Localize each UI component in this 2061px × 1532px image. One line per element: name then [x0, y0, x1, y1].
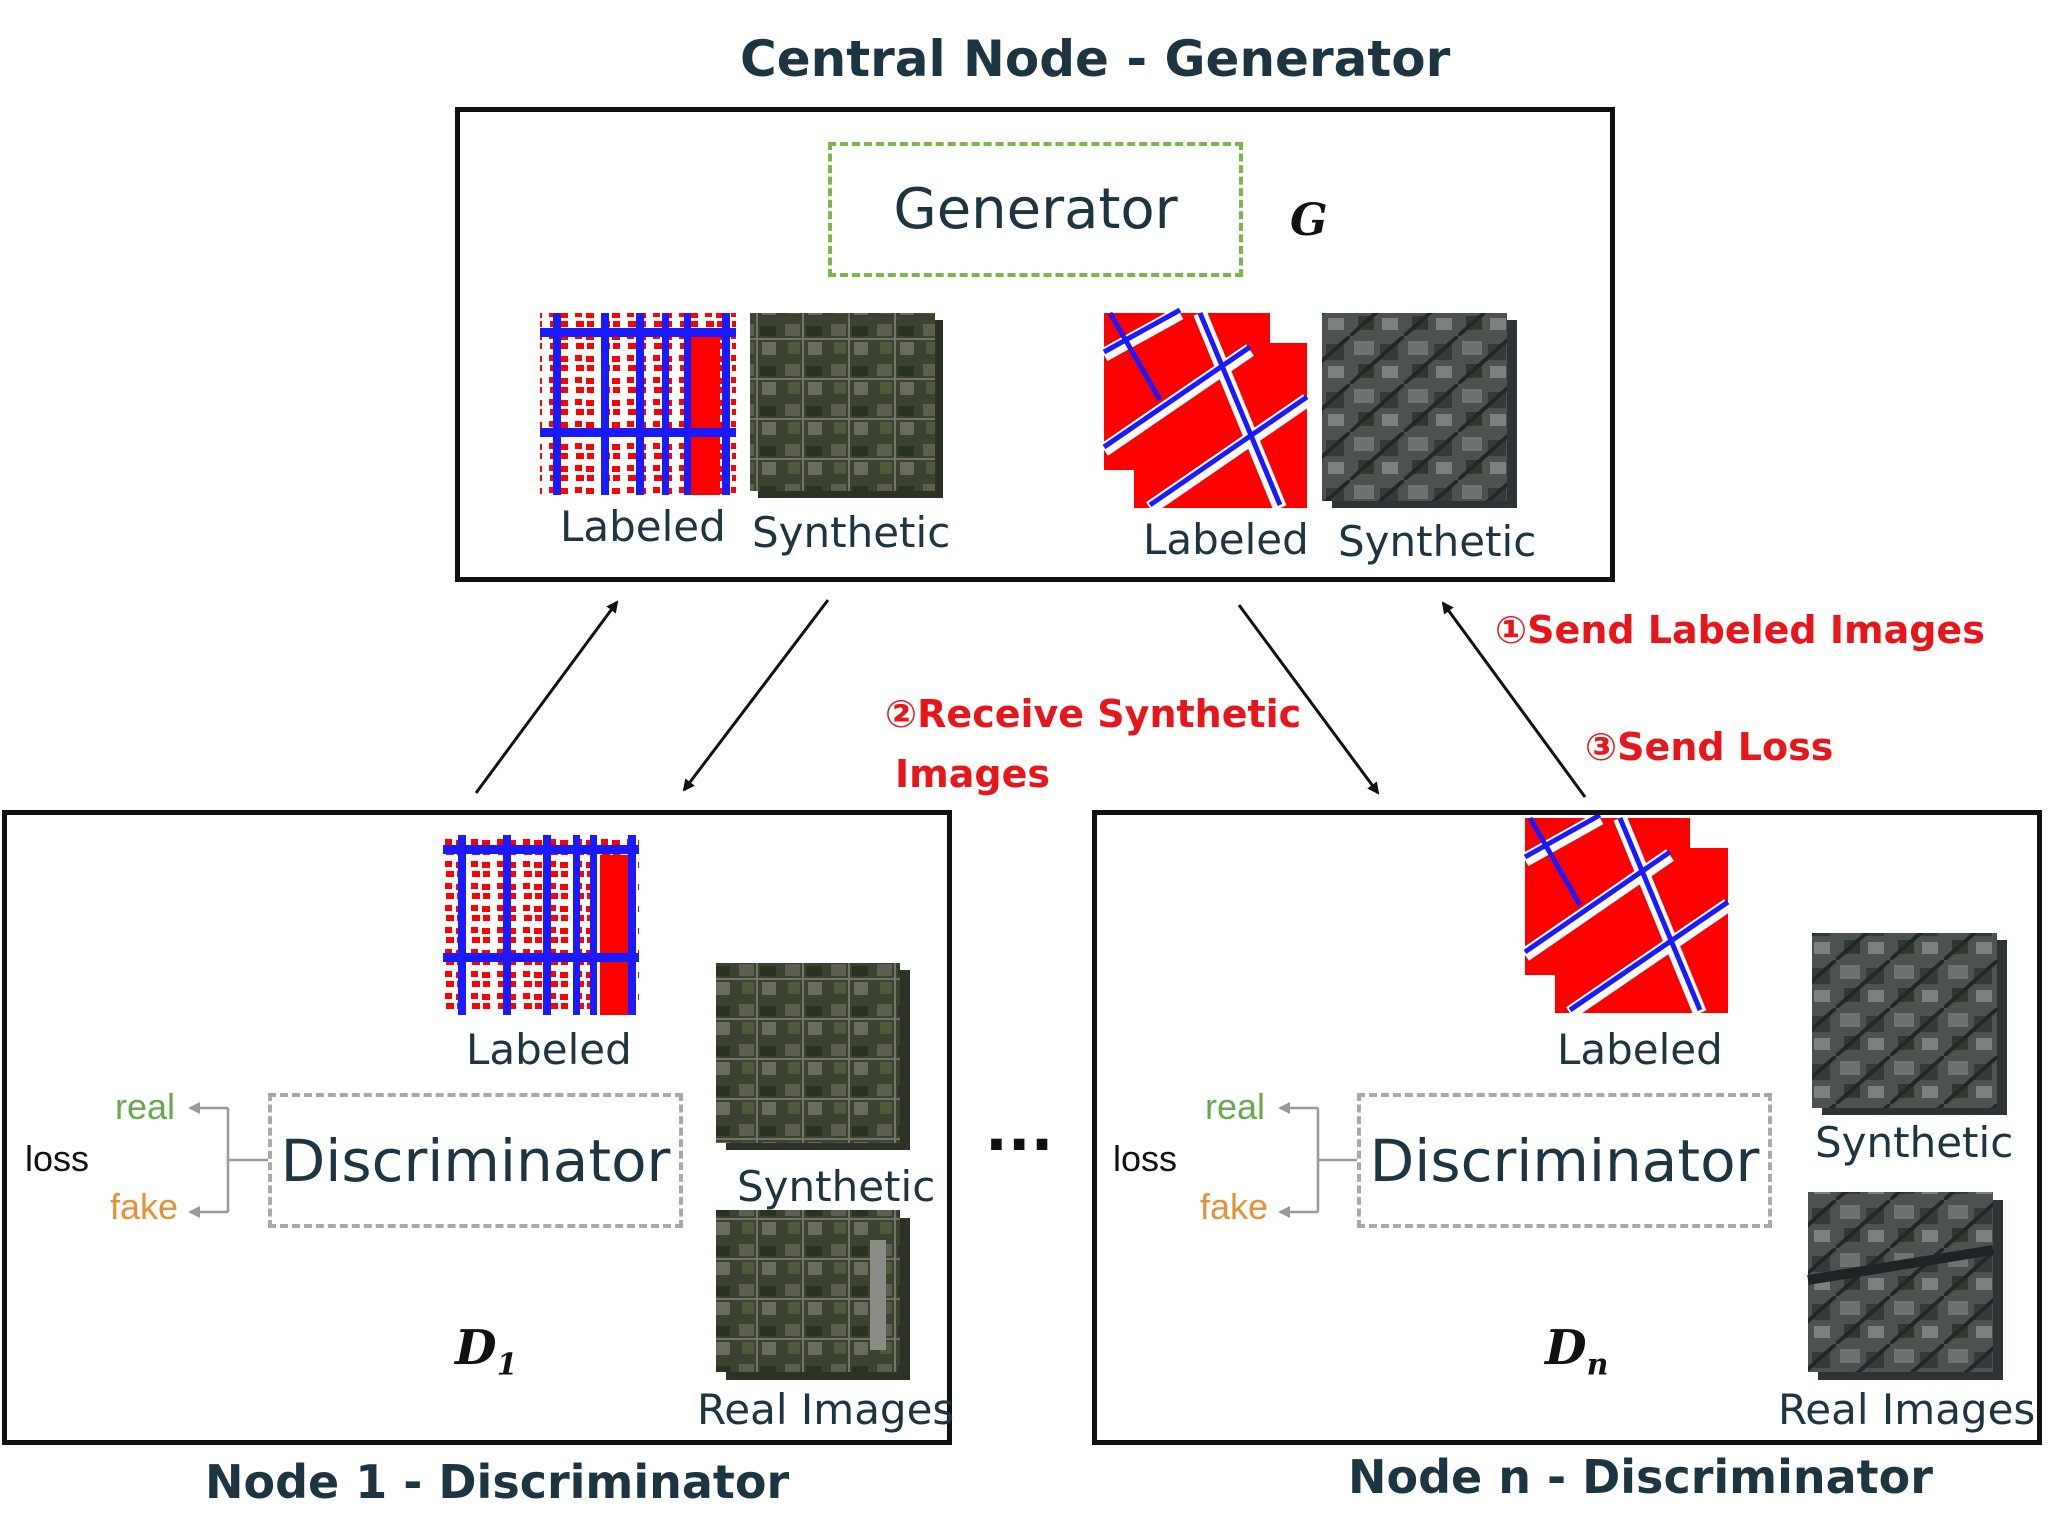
- noden-discriminator-label: Discriminator: [1369, 1126, 1760, 1195]
- generator-box: Generator: [828, 142, 1243, 277]
- noden-real-image: [1807, 1192, 2003, 1380]
- central-right-synthetic-image: [1322, 313, 1517, 508]
- noden-symbol: Dn: [1545, 1320, 1609, 1383]
- step-receive-synthetic-line1: ②Receive Synthetic: [885, 692, 1302, 736]
- noden-real-label: real: [1205, 1086, 1266, 1127]
- noden-labeled-caption: Labeled: [1557, 1025, 1723, 1074]
- central-node-box: [455, 107, 1615, 582]
- central-left-synthetic-image: [750, 313, 943, 498]
- node1-real-images-caption: Real Images: [697, 1385, 955, 1434]
- noden-discriminator-box: Discriminator: [1357, 1093, 1772, 1228]
- node1-real-image: [716, 1210, 910, 1380]
- noden-synthetic-image: [1812, 933, 2007, 1115]
- node1-loss-connector: [188, 1102, 268, 1218]
- node1-synthetic-caption: Synthetic: [737, 1162, 936, 1211]
- noden-real-images-caption: Real Images: [1778, 1385, 2036, 1434]
- central-right-labeled-caption: Labeled: [1143, 515, 1309, 564]
- node1-loss-label: loss: [25, 1138, 90, 1179]
- noden-loss-label: loss: [1113, 1138, 1178, 1179]
- central-left-synthetic-caption: Synthetic: [752, 508, 951, 557]
- node1-title: Node 1 - Discriminator: [205, 1455, 790, 1509]
- noden-box: [1092, 810, 2042, 1445]
- arrow-node1-to-central: [474, 600, 619, 794]
- nodes-ellipsis: ···: [985, 1110, 1054, 1180]
- arrow-central-to-noden: [1237, 604, 1380, 795]
- central-right-labeled-map: [1100, 306, 1311, 514]
- node1-fake-label: fake: [110, 1186, 179, 1227]
- node1-discriminator-box: Discriminator: [268, 1093, 683, 1228]
- step-send-loss: ③Send Loss: [1585, 725, 1834, 769]
- node1-box: [2, 810, 952, 1445]
- central-node-title: Central Node - Generator: [740, 30, 1451, 88]
- central-left-labeled-map: [540, 313, 736, 495]
- arrow-noden-to-central: [1441, 601, 1587, 798]
- step-receive-synthetic-line2: Images: [895, 752, 1050, 796]
- node1-labeled-caption: Labeled: [466, 1025, 632, 1074]
- node1-labeled-map: [443, 835, 639, 1015]
- node1-real-label: real: [115, 1086, 176, 1127]
- noden-fake-label: fake: [1200, 1186, 1269, 1227]
- arrow-central-to-node1: [682, 599, 830, 792]
- generator-symbol: G: [1290, 195, 1328, 246]
- central-right-synthetic-caption: Synthetic: [1338, 517, 1537, 566]
- node1-synthetic-image: [716, 963, 910, 1150]
- noden-labeled-map: [1521, 811, 1732, 1019]
- step-send-labeled-images: ①Send Labeled Images: [1495, 608, 1985, 652]
- noden-loss-connector: [1278, 1102, 1357, 1218]
- central-left-labeled-caption: Labeled: [560, 502, 726, 551]
- node1-discriminator-label: Discriminator: [280, 1126, 671, 1195]
- node1-symbol: D1: [455, 1320, 518, 1383]
- generator-label: Generator: [893, 177, 1178, 242]
- noden-synthetic-caption: Synthetic: [1815, 1118, 2014, 1167]
- noden-title: Node n - Discriminator: [1348, 1450, 1933, 1504]
